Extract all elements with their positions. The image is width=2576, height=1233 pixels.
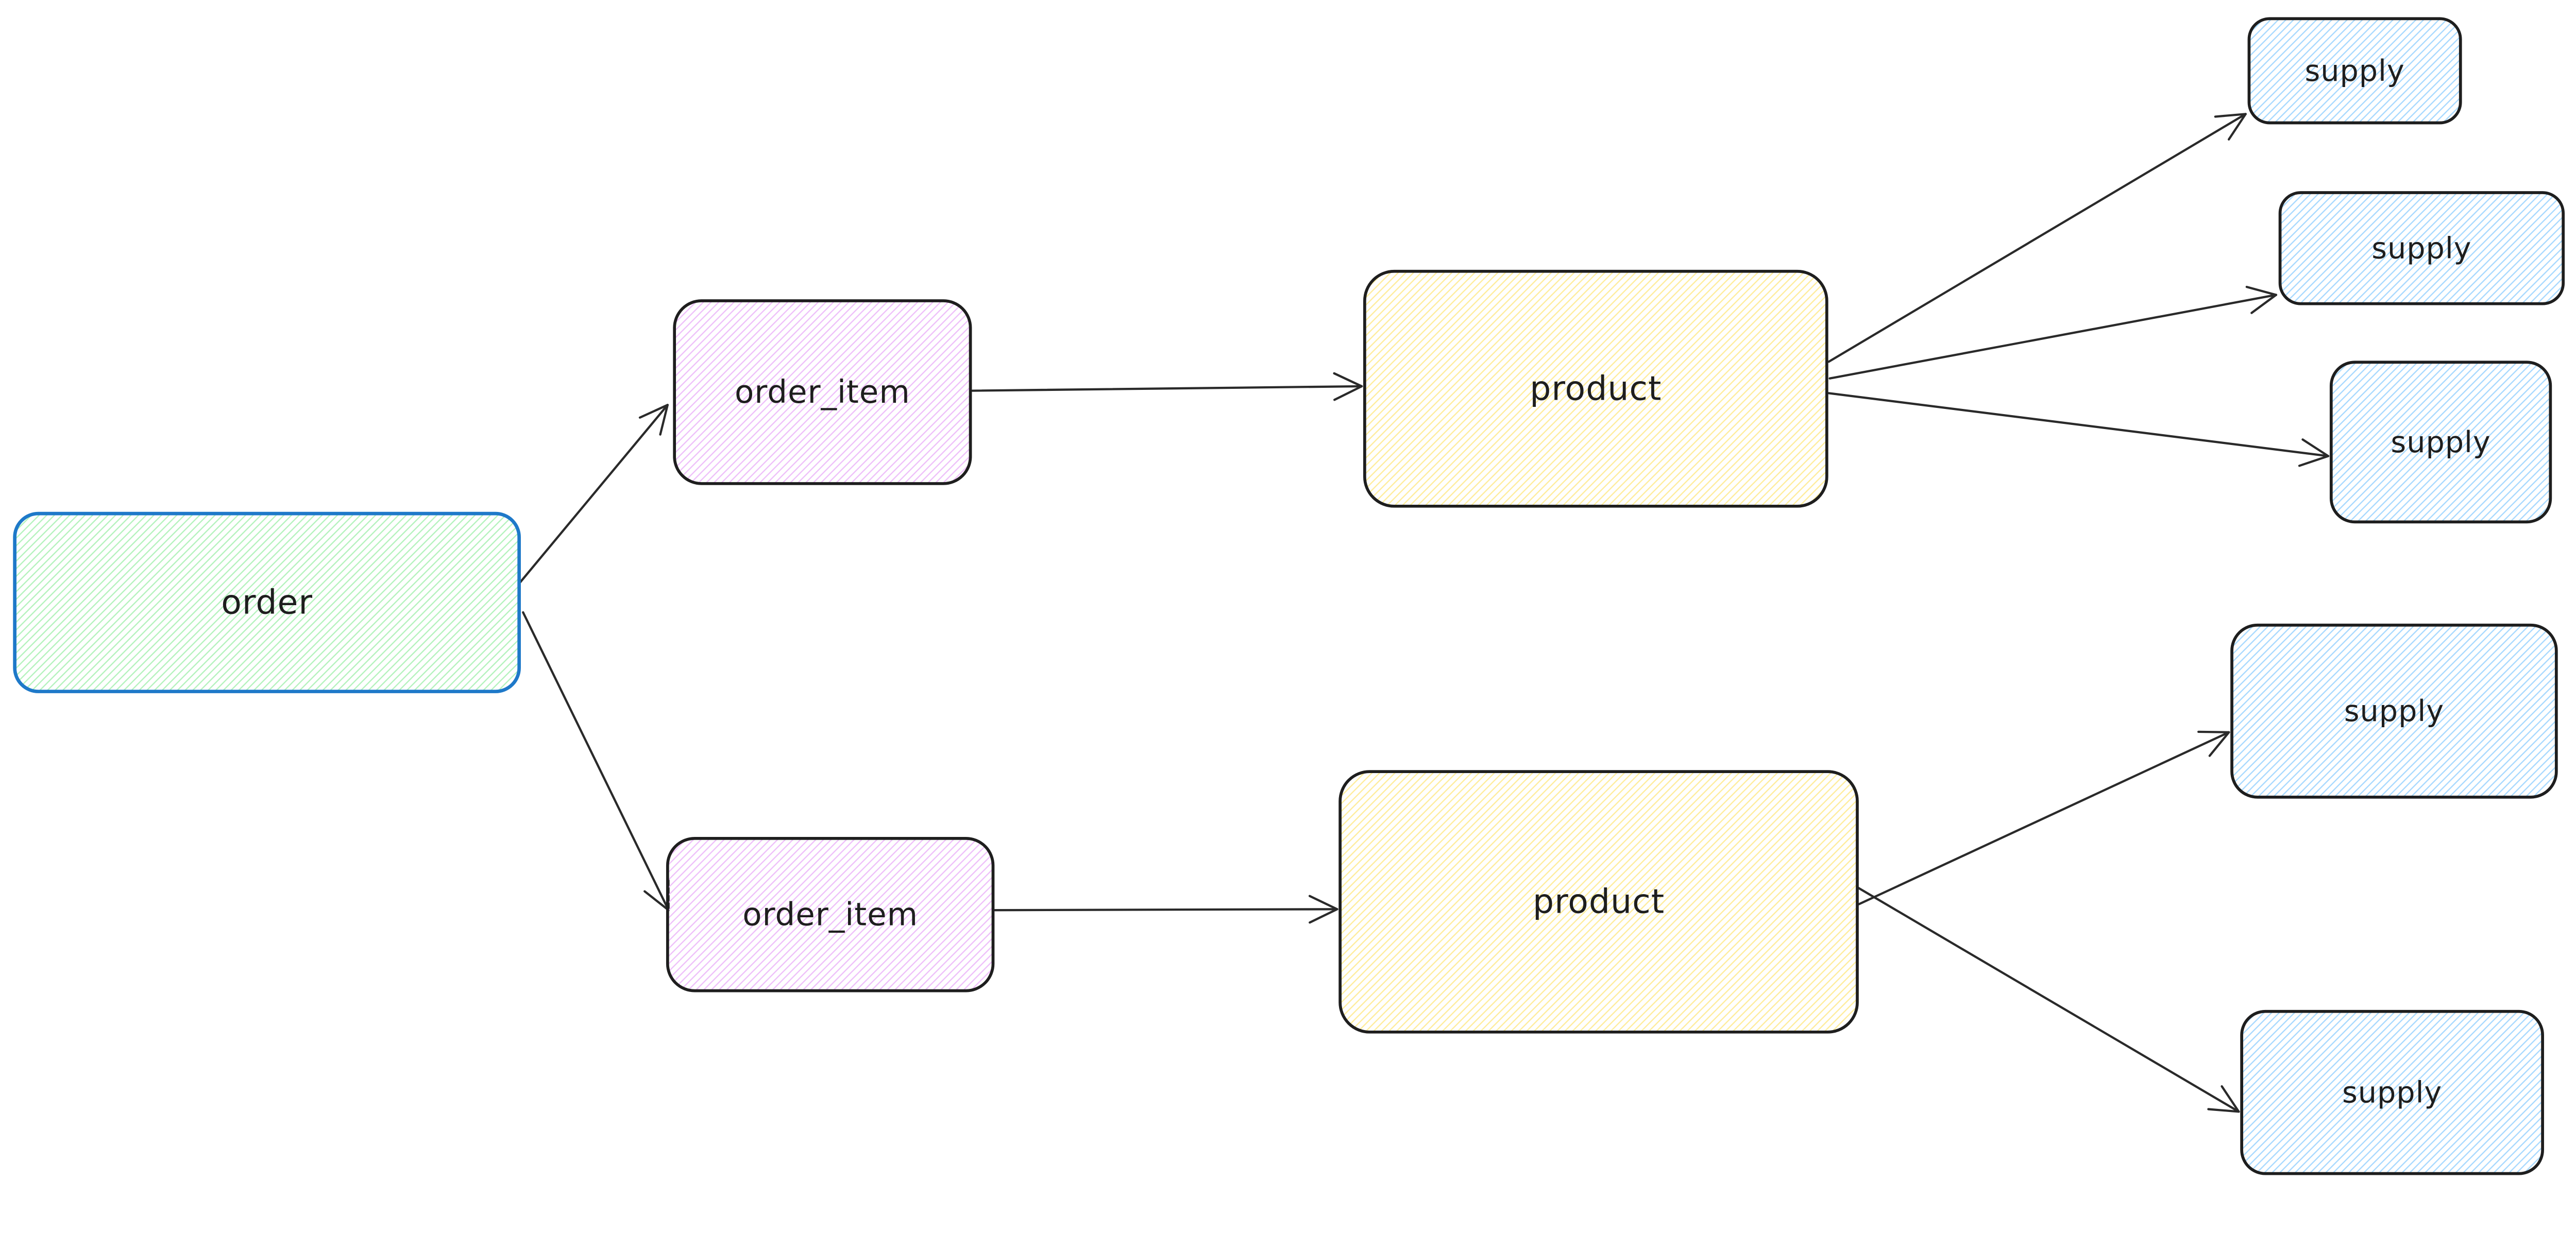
- arrow-order-item-2-to-product-2[interactable]: [994, 895, 1338, 924]
- arrowhead-icon: [643, 890, 670, 912]
- arrowhead-icon: [1308, 895, 1338, 911]
- node-shape-supply-4[interactable]: [2230, 623, 2558, 799]
- node-shape-product-1[interactable]: [1363, 269, 1828, 508]
- node-shape-supply-1[interactable]: [2247, 17, 2462, 125]
- node-shape-order-item-1[interactable]: [673, 299, 972, 485]
- node-label-supply-4: supply: [2344, 694, 2444, 728]
- node-shape-supply-5[interactable]: [2240, 1009, 2544, 1175]
- arrowhead-icon: [1333, 385, 1363, 401]
- arrow-shaft: [519, 404, 669, 584]
- node-label-product-2: product: [1533, 882, 1665, 921]
- arrow-shaft: [1828, 294, 2278, 380]
- arrowhead-icon: [659, 404, 669, 436]
- arrowhead-icon: [2245, 285, 2278, 296]
- node-supply-3[interactable]: supply: [2329, 361, 2552, 524]
- node-order-item-1[interactable]: order_item: [673, 299, 972, 485]
- arrowhead-icon: [2298, 455, 2330, 467]
- arrow-shaft: [522, 611, 670, 912]
- node-shape-order-item-2[interactable]: [666, 836, 995, 992]
- node-shape-supply-2[interactable]: [2278, 191, 2565, 305]
- node-product-2[interactable]: product: [1338, 770, 1859, 1034]
- arrow-shaft: [994, 908, 1338, 912]
- arrow-order-item-1-to-product-1[interactable]: [971, 372, 1363, 401]
- node-order-item-2[interactable]: order_item: [666, 836, 995, 992]
- arrowhead-icon: [638, 404, 669, 419]
- arrow-shaft: [1827, 392, 2330, 457]
- arrow-product-1-to-supply-2[interactable]: [1828, 285, 2278, 380]
- node-label-supply-3: supply: [2391, 425, 2490, 459]
- arrowhead-icon: [2301, 438, 2330, 457]
- arrow-shaft: [971, 385, 1363, 392]
- arrowhead-icon: [2214, 113, 2247, 118]
- node-label-supply-1: supply: [2304, 54, 2404, 88]
- arrow-product-2-to-supply-5[interactable]: [1856, 886, 2240, 1113]
- arrowhead-icon: [2221, 1085, 2240, 1113]
- arrowhead-icon: [1333, 372, 1363, 388]
- arrow-shaft: [1827, 113, 2247, 363]
- node-label-supply-5: supply: [2342, 1075, 2442, 1110]
- arrowhead-icon: [2227, 113, 2247, 141]
- arrowhead-icon: [1309, 908, 1338, 924]
- node-shape-supply-3[interactable]: [2329, 361, 2552, 524]
- node-label-order: order: [221, 583, 313, 622]
- node-label-order-item-2: order_item: [742, 896, 918, 933]
- node-label-order-item-1: order_item: [735, 374, 910, 410]
- arrow-order-to-order-item-1[interactable]: [519, 404, 669, 584]
- node-supply-2[interactable]: supply: [2278, 191, 2565, 305]
- node-supply-5[interactable]: supply: [2240, 1009, 2544, 1175]
- arrow-shaft: [1857, 731, 2230, 905]
- arrow-shaft: [1856, 886, 2240, 1113]
- node-order[interactable]: order: [13, 511, 521, 693]
- arrowhead-icon: [2207, 1108, 2240, 1113]
- arrowhead-icon: [2250, 294, 2278, 314]
- node-supply-1[interactable]: supply: [2247, 17, 2462, 125]
- arrow-product-1-to-supply-3[interactable]: [1827, 392, 2330, 467]
- node-product-1[interactable]: product: [1363, 269, 1828, 508]
- node-label-product-1: product: [1530, 369, 1662, 408]
- arrow-product-1-to-supply-1[interactable]: [1827, 113, 2247, 363]
- arrowhead-icon: [2208, 731, 2230, 757]
- arrow-product-2-to-supply-4[interactable]: [1857, 730, 2230, 905]
- node-shape-product-2[interactable]: [1338, 770, 1859, 1034]
- node-supply-4[interactable]: supply: [2230, 623, 2558, 799]
- node-shape-order[interactable]: [13, 511, 521, 693]
- node-label-supply-2: supply: [2371, 231, 2471, 265]
- er-diagram-svg: orderorder_itemorder_itemproductproducts…: [13, 17, 2565, 1175]
